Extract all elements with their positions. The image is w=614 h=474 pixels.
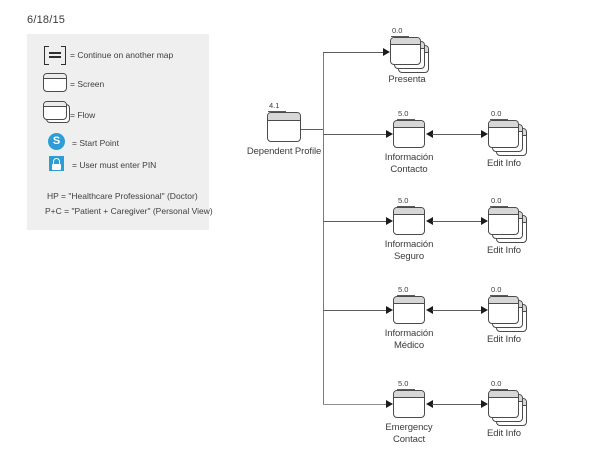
branch-line	[323, 52, 384, 53]
legend-item-label: = Screen	[70, 79, 105, 89]
flow-node-edit-info	[488, 207, 528, 244]
node-label: Presenta	[388, 74, 426, 85]
node-label: Información Contacto	[384, 152, 434, 175]
node-label: Edit Info	[487, 158, 521, 169]
screen-band	[394, 297, 424, 304]
legend-item-label: = Continue on another map	[70, 50, 174, 60]
arrowhead-right-icon	[386, 217, 393, 225]
screen-icon	[43, 73, 67, 92]
node-number: 5.0	[397, 109, 416, 120]
branch-line	[323, 310, 387, 311]
node-number: 0.0	[391, 26, 410, 37]
screen-band	[44, 74, 66, 79]
arrowhead-right-icon	[481, 400, 488, 408]
branch-line	[323, 404, 387, 405]
arrowhead-right-icon	[386, 400, 393, 408]
branch-line	[323, 221, 387, 222]
arrowhead-right-icon	[481, 306, 488, 314]
screen-node-informacion-contacto	[393, 120, 425, 148]
screen-band	[489, 391, 518, 398]
flow-front-sheet	[488, 207, 519, 235]
continue-on-another-map-icon	[44, 46, 66, 65]
node-number: 0.0	[490, 196, 509, 207]
node-label: Edit Info	[487, 245, 521, 256]
arrowhead-right-icon	[386, 306, 393, 314]
screen-band	[391, 38, 420, 45]
screen-band	[489, 297, 518, 304]
screen-node-informacion-medico	[393, 296, 425, 324]
legend-item-label: = User must enter PIN	[72, 160, 157, 170]
arrowhead-left-icon	[426, 217, 433, 225]
legend-panel: = Continue on another map = Screen = Flo…	[27, 34, 213, 230]
pin-lock-icon	[49, 156, 64, 171]
bidirectional-line	[432, 134, 482, 135]
bidirectional-line	[432, 221, 482, 222]
node-number: 4.1	[268, 101, 287, 112]
node-number: 5.0	[397, 379, 416, 390]
arrowhead-right-icon	[481, 130, 488, 138]
arrowhead-left-icon	[426, 400, 433, 408]
flow-icon	[43, 101, 71, 124]
node-label: Emergency Contact	[385, 422, 433, 445]
node-number: 0.0	[490, 379, 509, 390]
screen-band	[489, 121, 518, 128]
flow-front-sheet	[43, 101, 67, 120]
arrowhead-right-icon	[383, 48, 390, 56]
flow-node-edit-info	[488, 120, 528, 157]
arrowhead-right-icon	[481, 217, 488, 225]
bidirectional-line	[432, 404, 482, 405]
screen-node-emergency-contact	[393, 390, 425, 418]
screen-node-dependent-profile	[267, 112, 301, 142]
flow-front-sheet	[488, 120, 519, 148]
node-label: Edit Info	[487, 334, 521, 345]
screen-node-informacion-seguro	[393, 207, 425, 235]
node-label: Dependent Profile	[246, 146, 322, 157]
screen-band	[394, 391, 424, 398]
bidirectional-line	[432, 310, 482, 311]
branch-line	[323, 134, 387, 135]
screen-band	[44, 102, 66, 107]
node-number: 0.0	[490, 109, 509, 120]
legend-note-pc: P+C = "Patient + Caregiver" (Personal Vi…	[45, 206, 213, 216]
legend-item-label: = Start Point	[72, 138, 120, 148]
date-label: 6/18/15	[27, 14, 66, 26]
flow-node-presenta	[390, 37, 430, 74]
node-number: 5.0	[397, 196, 416, 207]
start-point-icon: S	[48, 133, 65, 150]
lock-body	[52, 164, 61, 170]
flow-front-sheet	[390, 37, 421, 65]
node-label: Información Seguro	[384, 239, 434, 262]
root-connector-line	[301, 129, 323, 130]
flow-front-sheet	[488, 296, 519, 324]
node-label: Información Médico	[384, 328, 434, 351]
screen-band	[268, 113, 300, 121]
start-point-letter: S	[52, 135, 61, 147]
arrowhead-left-icon	[426, 130, 433, 138]
legend-note-hp: HP = "Healthcare Professional" (Doctor)	[47, 191, 198, 201]
screen-band	[394, 121, 424, 128]
flow-node-edit-info	[488, 296, 528, 333]
arrowhead-right-icon	[386, 130, 393, 138]
tiny-text-bar	[49, 52, 61, 54]
flow-front-sheet	[488, 390, 519, 418]
screen-band	[394, 208, 424, 215]
lock-shackle	[53, 158, 60, 164]
node-label: Edit Info	[487, 428, 521, 439]
node-number: 0.0	[490, 285, 509, 296]
node-number: 5.0	[397, 285, 416, 296]
screen-band	[489, 208, 518, 215]
tiny-text-bar	[49, 56, 61, 58]
trunk-line	[323, 52, 324, 405]
arrowhead-left-icon	[426, 306, 433, 314]
flow-node-edit-info	[488, 390, 528, 427]
legend-item-label: = Flow	[70, 110, 96, 120]
